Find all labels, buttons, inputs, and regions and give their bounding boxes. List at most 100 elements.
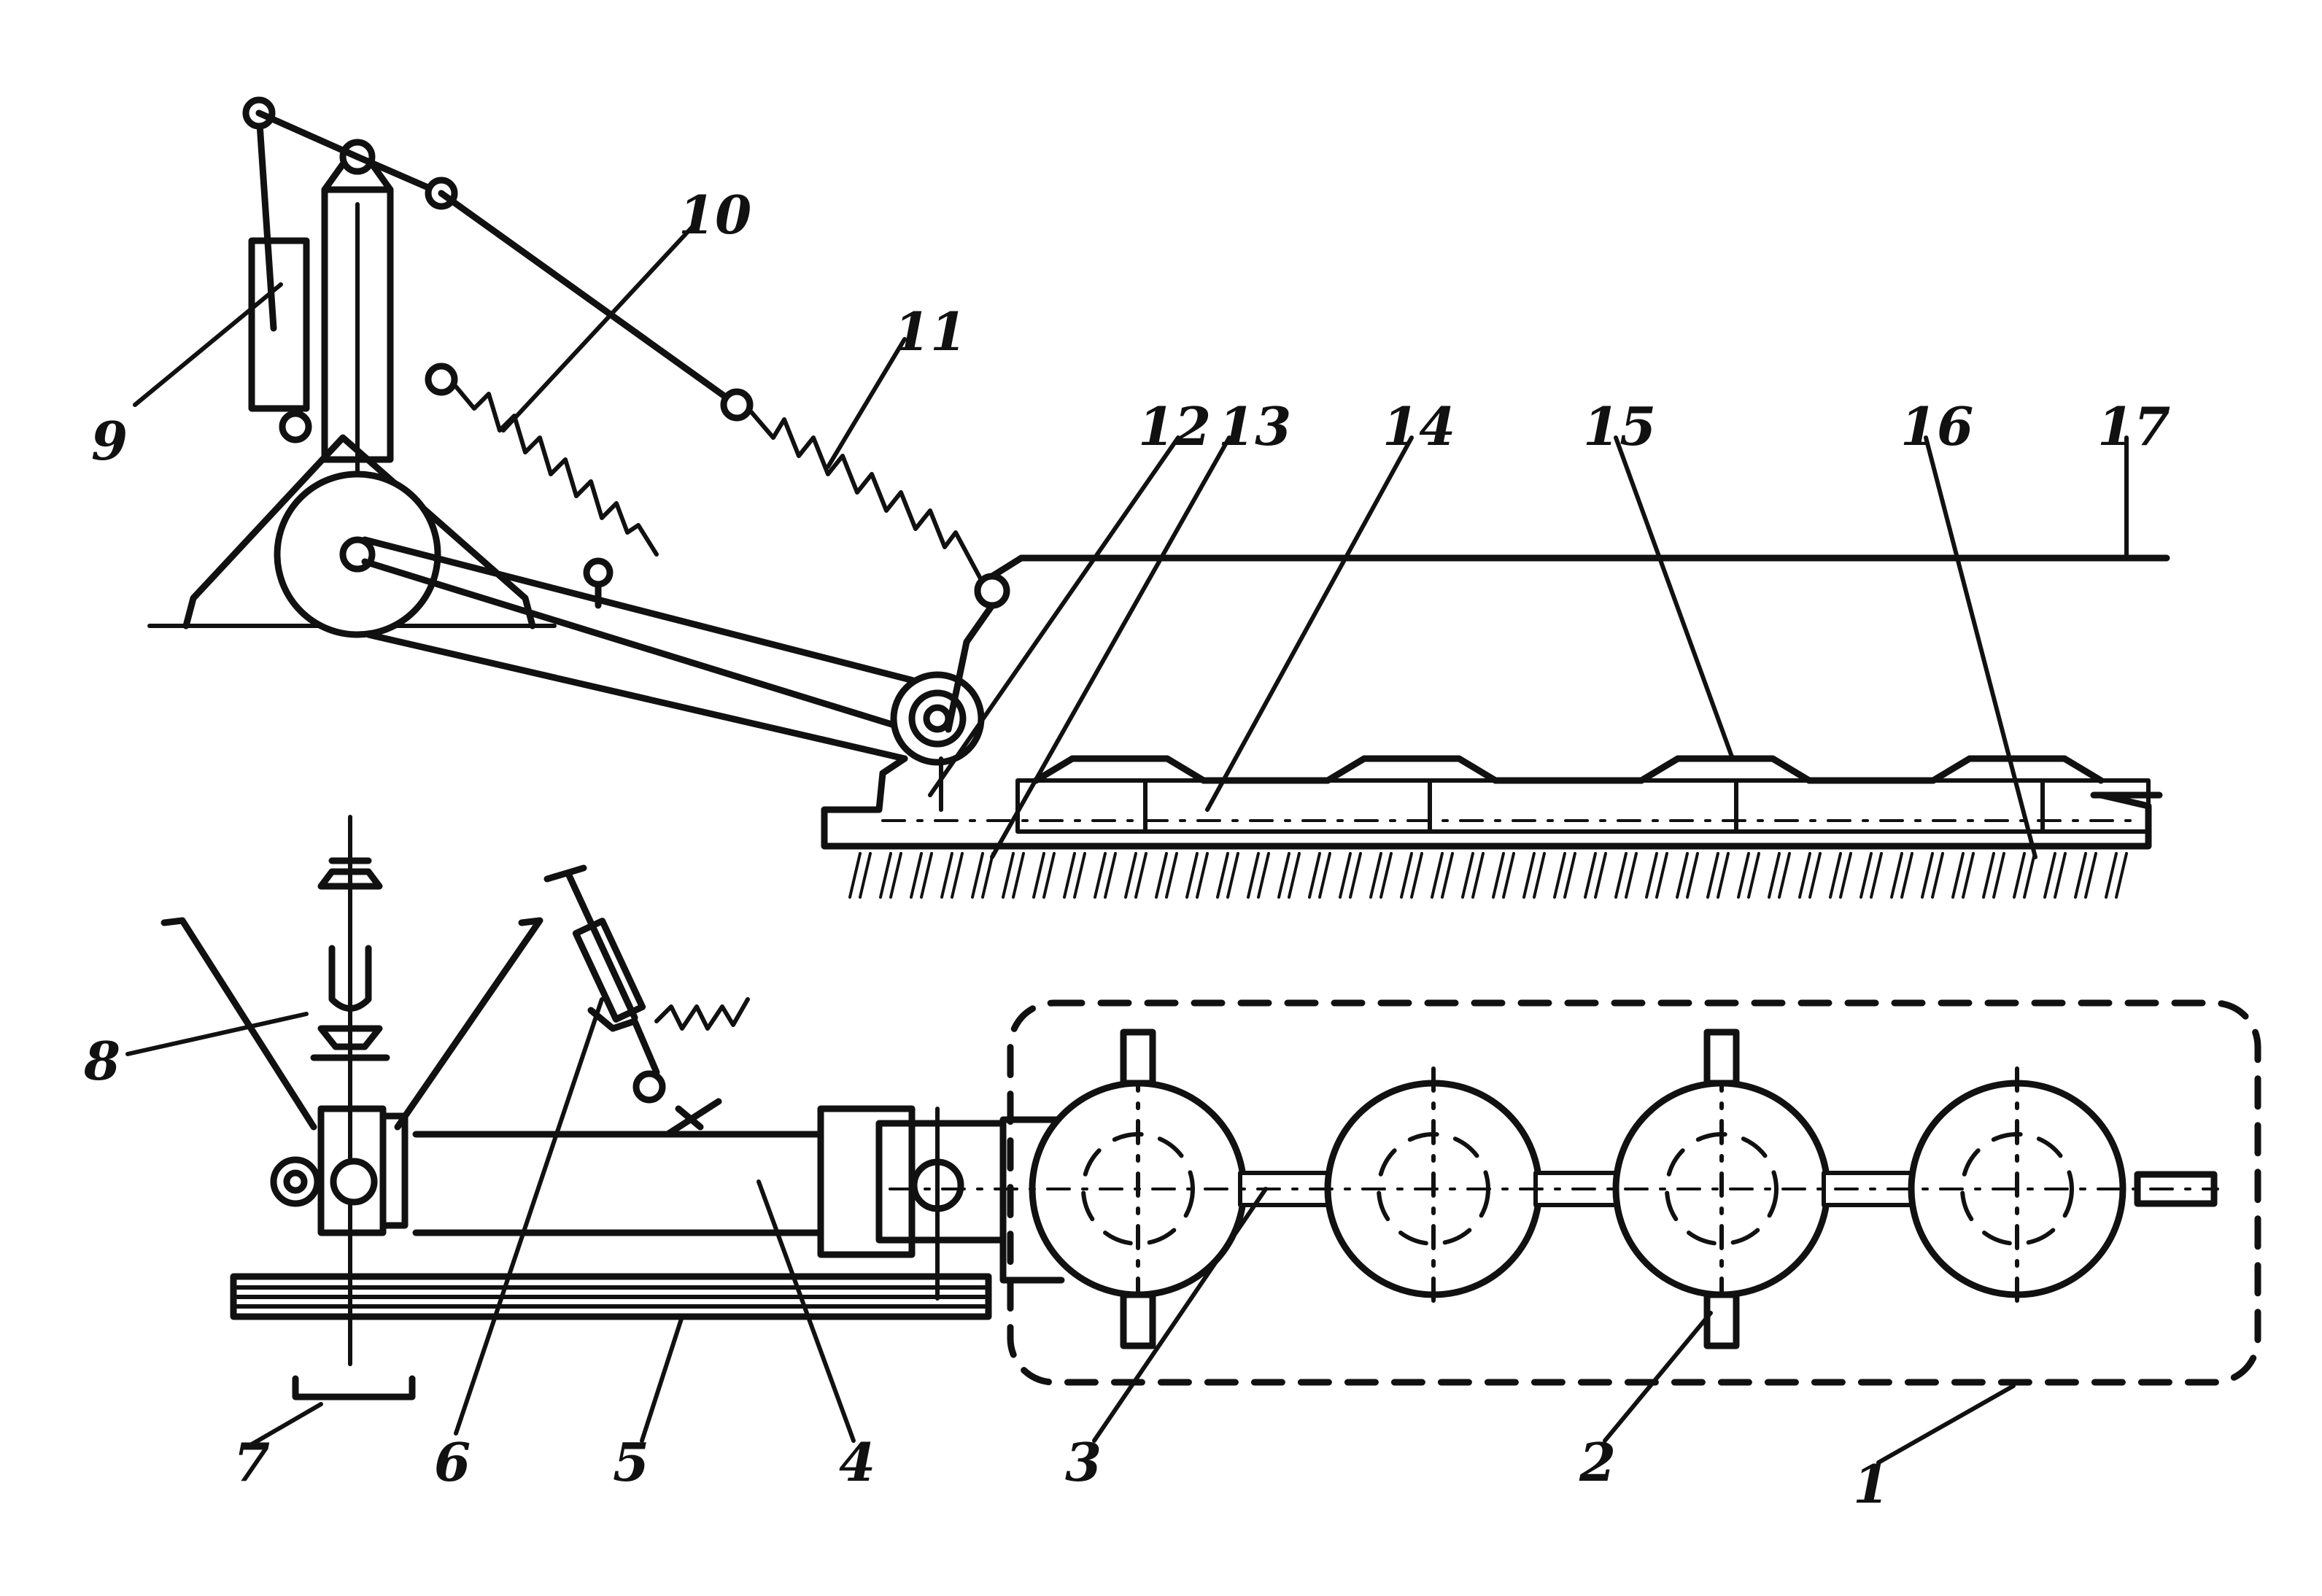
spring-11 (749, 410, 983, 582)
hatch-stroke (1165, 852, 1178, 899)
hatch-stroke (879, 852, 892, 899)
hatch-stroke (1124, 852, 1137, 899)
hatch-stroke (920, 852, 933, 899)
hatch-stroke (1982, 852, 1995, 899)
spring-10 (454, 384, 659, 557)
callout-labels: 1 2 3 4 5 6 7 8 9 10 11 12 13 14 15 16 1… (83, 184, 2170, 1515)
label-1: 1 (1853, 1453, 1889, 1515)
tensioner-sleeve (572, 918, 646, 1023)
leader-7 (249, 1402, 323, 1446)
ground-hatching (848, 852, 2128, 899)
hitch-pin-left-inner (283, 1169, 308, 1194)
disc-profiles (1032, 755, 2105, 784)
hatch-stroke (1717, 852, 1730, 899)
hatch-stroke (2074, 852, 2087, 899)
disc-profile-2 (1324, 755, 1499, 784)
hatch-stroke (1798, 852, 1811, 899)
label-16: 16 (1900, 395, 1973, 457)
leader-lines (125, 224, 2129, 1465)
u-joint (328, 945, 372, 1012)
hitch-plate (379, 1112, 409, 1229)
hatch-stroke (1042, 852, 1056, 899)
hatch-stroke (848, 852, 862, 899)
hatch-stroke (1369, 852, 1382, 899)
tensioner-roller (632, 1070, 666, 1104)
hatch-stroke (2043, 852, 2056, 899)
hatch-stroke (1226, 852, 1239, 899)
hatch-stroke (1584, 852, 1597, 899)
leader-1 (1876, 1384, 2016, 1465)
label-17: 17 (2097, 395, 2170, 457)
label-2: 2 (1579, 1431, 1616, 1493)
disc-lug (1120, 1291, 1156, 1349)
hatch-stroke (971, 852, 984, 899)
hatch-stroke (1339, 852, 1352, 899)
leader-11 (826, 337, 907, 469)
hatch-stroke (1349, 852, 1362, 899)
frame-top (988, 554, 2170, 580)
hatch-stroke (1318, 852, 1331, 899)
leader-4 (756, 1179, 856, 1443)
leader-10 (501, 224, 695, 433)
hatch-stroke (1196, 852, 1209, 899)
hatch-stroke (1216, 852, 1229, 899)
hatch-stroke (1134, 852, 1148, 899)
leader-15 (1614, 435, 1735, 761)
hatch-stroke (1277, 852, 1290, 899)
hatch-stroke (1063, 852, 1076, 899)
hatch-stroke (1104, 852, 1117, 899)
cutter-segments (881, 778, 2151, 834)
tensioner (543, 864, 750, 1138)
pivot-cylinder-base (279, 410, 312, 443)
hatch-stroke (1441, 852, 1454, 899)
hatch-stroke (1492, 852, 1505, 899)
label-3: 3 (1065, 1431, 1102, 1493)
belt-upper (361, 536, 923, 686)
hatch-stroke (1308, 852, 1321, 899)
coupling-top (317, 857, 383, 890)
label-10: 10 (678, 184, 751, 246)
label-13: 13 (1218, 395, 1291, 457)
gearbox-body (821, 755, 908, 813)
hatch-stroke (1073, 852, 1086, 899)
top-link-a (255, 109, 361, 160)
segment-2 (1143, 778, 1432, 834)
hatch-stroke (1645, 852, 1658, 899)
plan-view (160, 815, 2261, 1401)
hatch-stroke (2115, 852, 2128, 899)
hatch-stroke (1012, 852, 1025, 899)
hatch-stroke (951, 852, 964, 899)
v-frame-right (394, 917, 543, 1131)
hatch-stroke (1829, 852, 1842, 899)
label-6: 6 (434, 1431, 471, 1493)
hatch-stroke (1461, 852, 1474, 899)
leader-9 (133, 282, 283, 407)
hatch-stroke (1931, 852, 1944, 899)
hatch-stroke (1594, 852, 1607, 899)
disc-profile-4 (1930, 755, 2105, 784)
side-elevation (147, 96, 2170, 899)
hatch-stroke (1962, 852, 1975, 899)
pivot-frame-17 (974, 573, 1010, 609)
hatch-stroke (1533, 852, 1546, 899)
gearbox-pulley-hub (923, 704, 952, 733)
dashed-guard (1007, 999, 2261, 1386)
hatch-stroke (1400, 852, 1413, 899)
hatch-stroke (1563, 852, 1576, 899)
hatch-stroke (2023, 852, 2036, 899)
hatch-stroke (910, 852, 923, 899)
disc-profile-3 (1638, 755, 1813, 784)
hatch-stroke (889, 852, 902, 899)
hatch-stroke (859, 852, 872, 899)
hatch-stroke (1859, 852, 1873, 899)
tensioner-arm (543, 864, 638, 1021)
housing-left (999, 1116, 1065, 1284)
cutter-bar-housing (821, 791, 2152, 850)
hatch-stroke (1778, 852, 1791, 899)
hatch-stroke (981, 852, 994, 899)
label-9: 9 (91, 410, 128, 472)
hatch-stroke (1379, 852, 1393, 899)
hatch-stroke (2105, 852, 2118, 899)
